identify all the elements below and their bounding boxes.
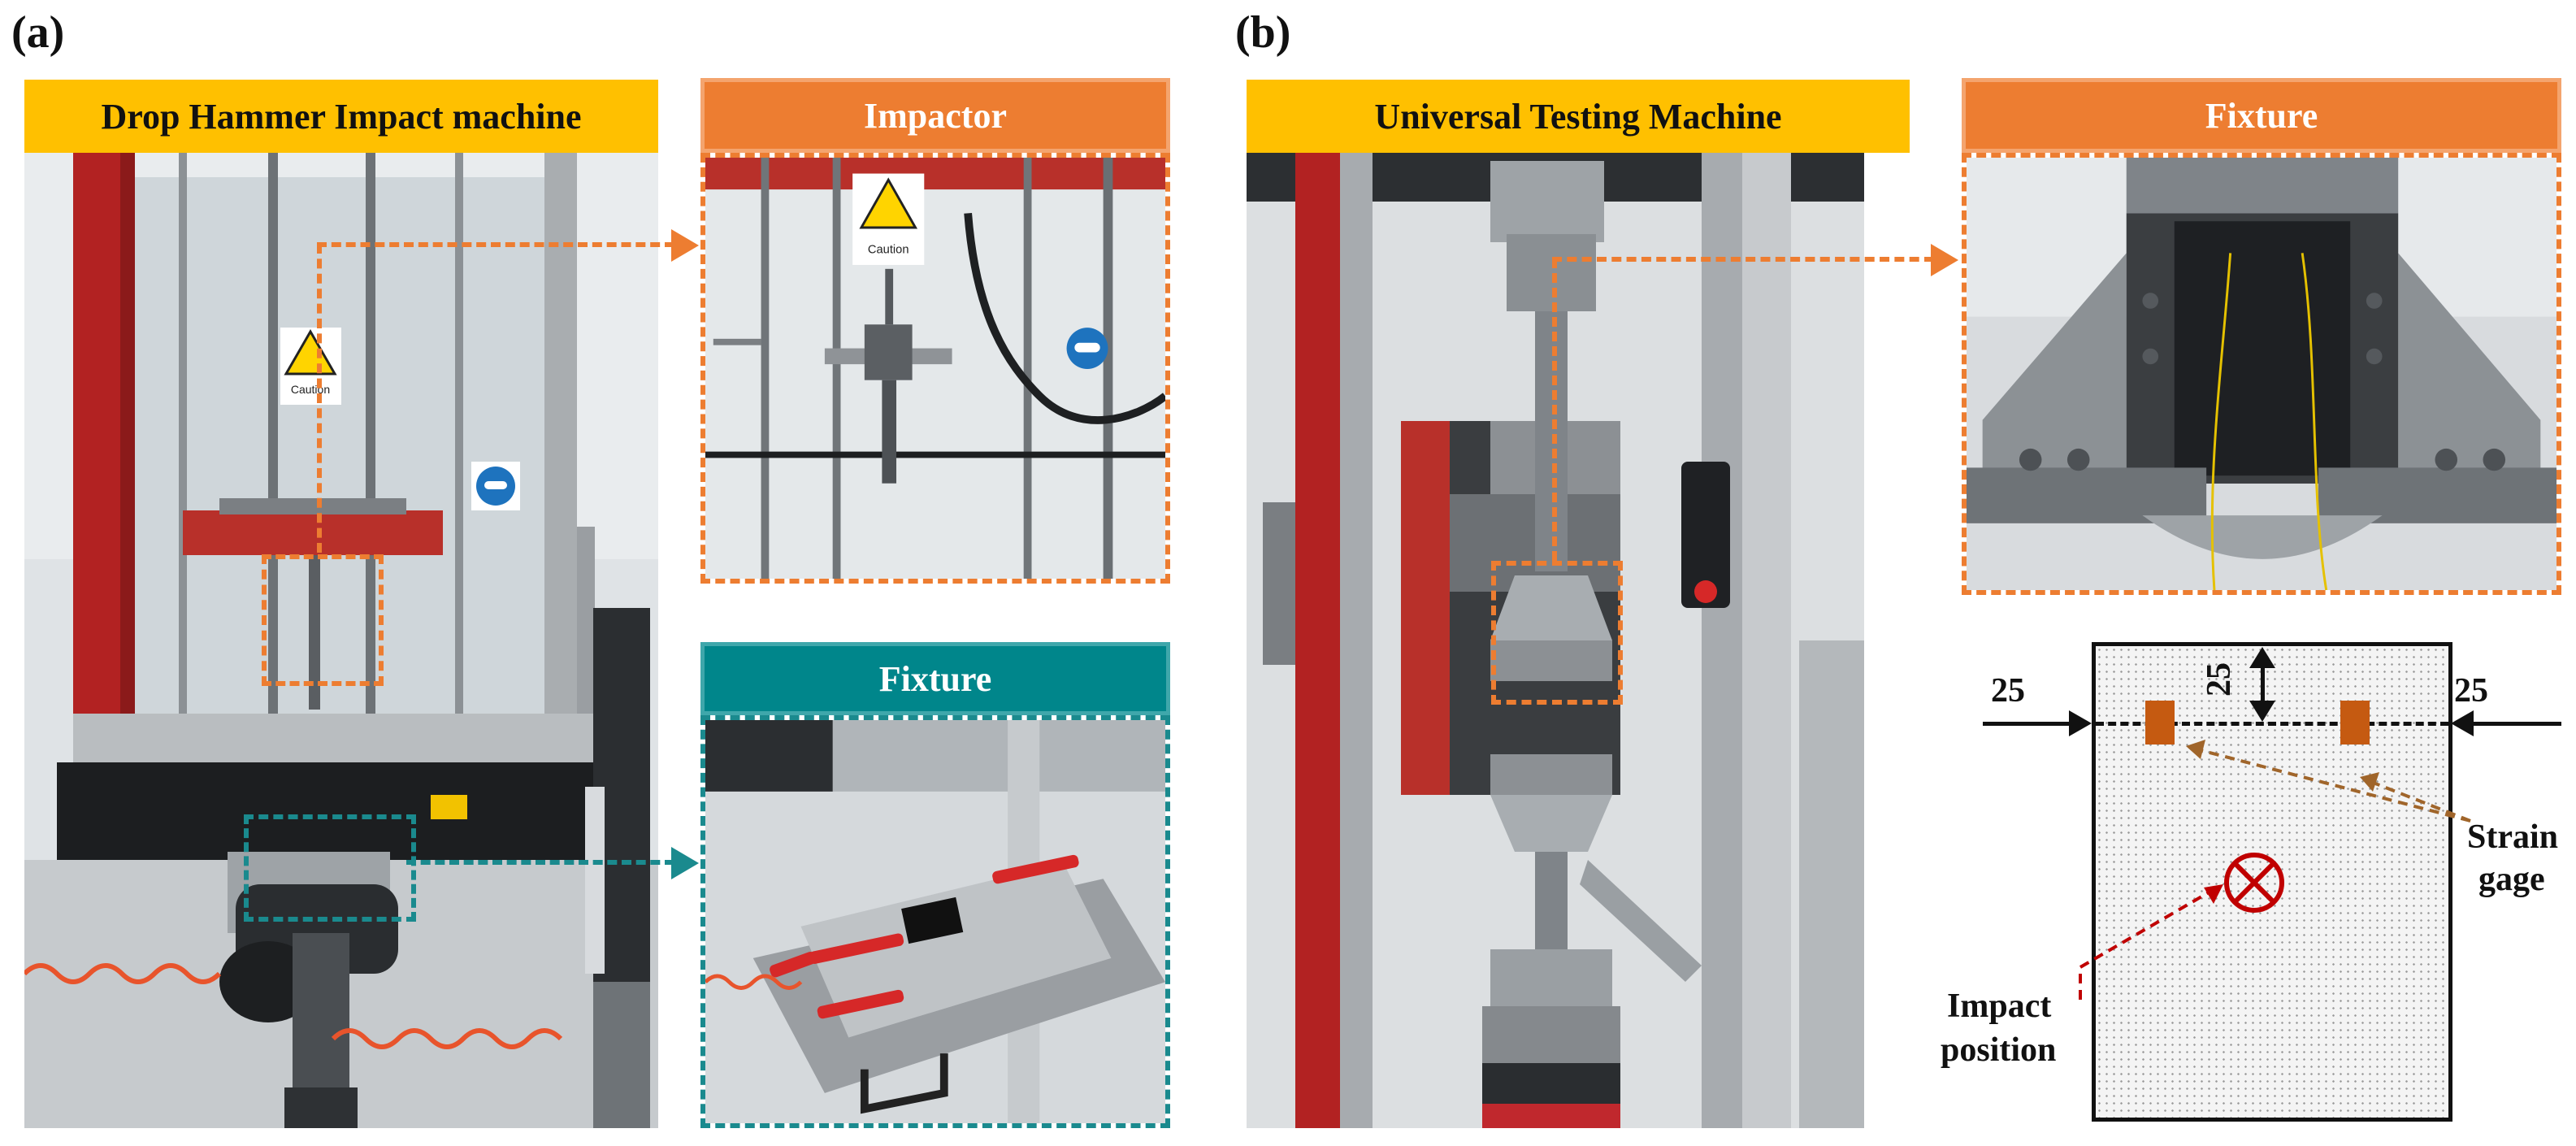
impact-position-leader [2079,884,2223,1000]
dim-top-arrow-head-down [2249,701,2275,722]
fixture-title-banner-b: Fixture [1962,78,2561,153]
caution-sign-text-a: Caution [291,383,330,396]
dim-left-arrow-head [2069,710,2092,736]
panel-a-label: (a) [11,7,65,58]
impactor-arrow-horizontal [317,242,674,247]
impactor-highlight-box [262,554,384,686]
utm-arrow-horizontal [1552,257,1934,262]
dim-right-arrow-head [2451,710,2474,736]
fixture-highlight-box-a [244,814,416,922]
drop-hammer-photo: Caution [24,153,658,1128]
impactor-arrow-vertical [317,244,322,553]
caution-sign-text-impactor: Caution [868,243,909,256]
dim-top-label: 25 [2201,662,2238,697]
dim-right-label: 25 [2454,672,2488,710]
panel-b-label: (b) [1235,7,1291,58]
drop-hammer-title: Drop Hammer Impact machine [101,96,582,137]
fixture-arrow-a-head [671,847,699,879]
impact-label-1: Impact [1947,988,2052,1025]
impactor-photo: Caution [700,153,1170,584]
drop-hammer-title-banner: Drop Hammer Impact machine [24,80,658,153]
fixture-title-banner-a: Fixture [700,642,1170,715]
utm-title-banner: Universal Testing Machine [1247,80,1910,153]
fixture-photo-b [1962,153,2561,595]
strain-gage-right [2340,701,2370,744]
dim-top-arrow-line [2261,666,2265,702]
fixture-title-a: Fixture [878,658,992,699]
dim-top-arrow-head-up [2249,647,2275,668]
strain-gage-left [2145,701,2175,744]
utm-arrow-vertical [1552,258,1557,561]
strain-gage-label-2: gage [2478,861,2545,898]
impactor-title: Impactor [864,95,1007,136]
fixture-title-b: Fixture [2205,95,2318,136]
impactor-title-banner: Impactor [700,78,1170,153]
impactor-arrow-head [671,229,699,262]
impact-position-icon [2224,853,2284,913]
gage-reference-line [2096,722,2448,726]
fixture-arrow-a-horizontal [406,860,674,865]
utm-arrow-head [1931,244,1958,276]
utm-title: Universal Testing Machine [1374,96,1782,137]
strain-gage-leaders [2186,740,2471,823]
impact-label-2: position [1941,1031,2057,1069]
fixture-photo-a [700,715,1170,1128]
dim-left-arrow-line [1983,722,2071,726]
dim-left-label: 25 [1991,672,2025,710]
dim-right-arrow-line [2474,722,2561,726]
strain-gage-label-1: Strain [2467,818,2559,856]
utm-fixture-highlight-box [1491,561,1623,705]
